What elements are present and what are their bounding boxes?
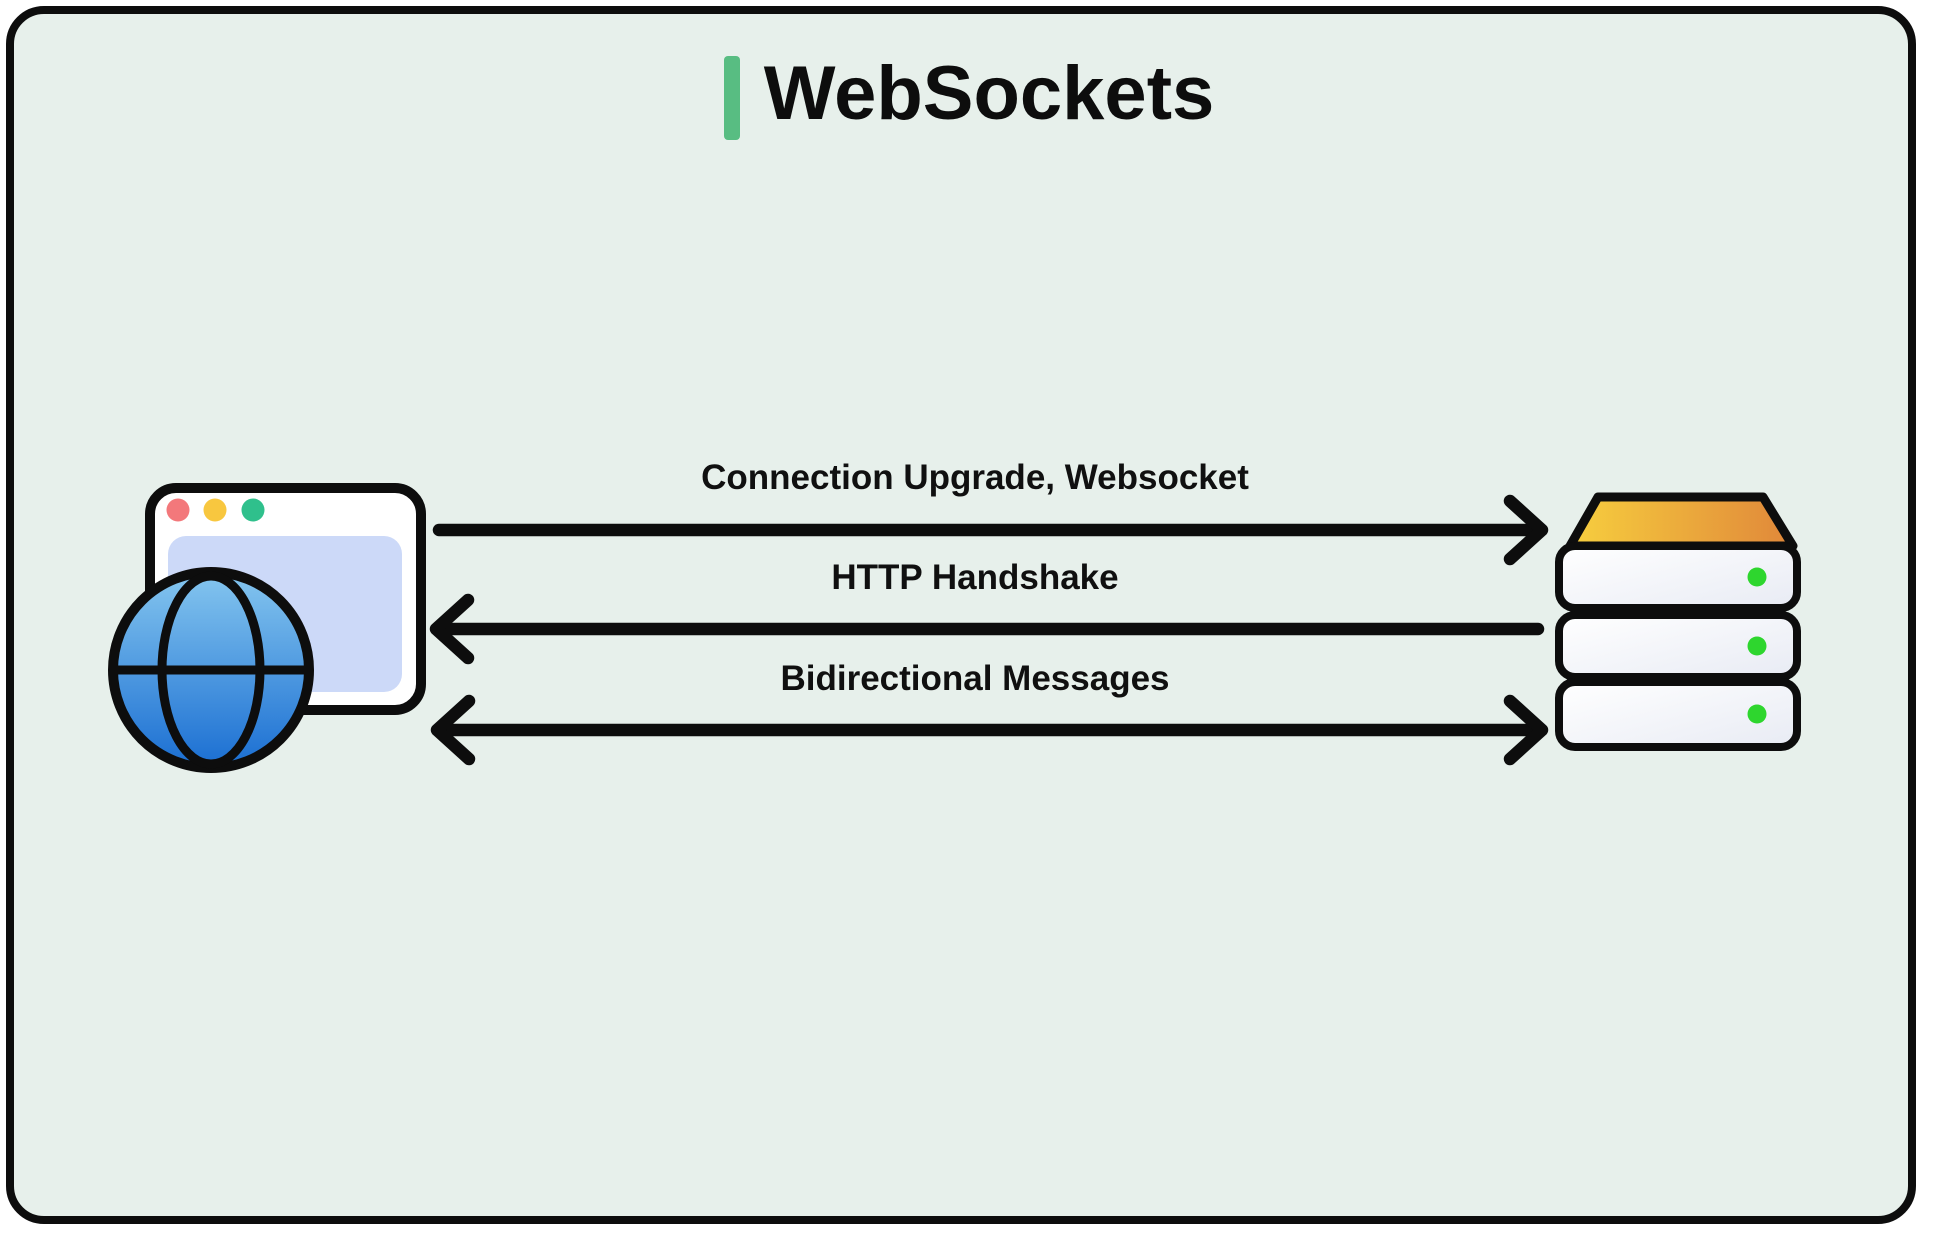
server-stack-icon <box>1555 492 1801 751</box>
arrow-both <box>430 694 1549 766</box>
server-led <box>1747 567 1767 587</box>
server-tier <box>1555 542 1801 612</box>
browser-globe-icon <box>108 483 426 773</box>
message-label-bidirectional: Bidirectional Messages <box>780 659 1170 698</box>
page-title: WebSockets <box>763 51 1215 136</box>
message-arrows <box>429 494 1549 766</box>
message-label-http-handshake: HTTP Handshake <box>831 558 1119 597</box>
arrow-right <box>432 494 1549 566</box>
server-led <box>1747 636 1767 656</box>
arrow-left <box>429 593 1545 665</box>
server-tier <box>1555 678 1801 751</box>
message-label-connection-upgrade: Connection Upgrade, Websocket <box>701 458 1249 497</box>
page-title-block: WebSockets <box>0 50 1938 140</box>
window-dot-yellow-icon <box>203 498 227 522</box>
globe-icon <box>108 567 314 773</box>
window-dot-green-icon <box>241 498 265 522</box>
server-tier <box>1555 611 1801 681</box>
window-dot-red-icon <box>166 498 190 522</box>
server-top-cap <box>1565 492 1798 551</box>
title-accent-bar <box>723 56 740 140</box>
server-led <box>1747 704 1767 724</box>
